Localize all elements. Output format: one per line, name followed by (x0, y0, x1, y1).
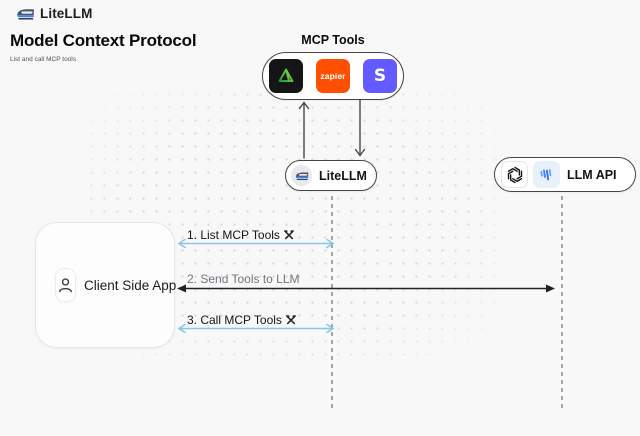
brand-name: LiteLLM (40, 6, 93, 21)
llm-api-lifeline (561, 196, 563, 408)
llm-api-node-label: LLM API (567, 167, 617, 182)
litellm-node-label: LiteLLM (319, 168, 367, 183)
litellm-node: LiteLLM (285, 160, 377, 191)
person-icon (55, 268, 76, 302)
page-title: Model Context Protocol (10, 31, 197, 50)
up-arrow (298, 101, 310, 159)
mcp-tools-label: MCP Tools (301, 33, 365, 47)
step-1-label: 1. List MCP Tools (187, 228, 295, 242)
step-3-arrow (177, 323, 335, 334)
client-side-app-label: Client Side App (84, 277, 177, 293)
step-2-arrow (177, 284, 555, 293)
hammer-wrench-icon (286, 315, 296, 325)
page-subtitle: List and call MCP tools (10, 56, 76, 63)
litellm-lifeline (331, 196, 333, 408)
zapier-logo: zapier (316, 59, 350, 93)
openai-icon (501, 161, 528, 188)
down-arrow (354, 99, 366, 157)
llm-api-node: LLM API (494, 157, 636, 192)
step-1-arrow (177, 238, 335, 249)
step-2-label: 2. Send Tools to LLM (187, 272, 300, 286)
brand: LiteLLM (16, 6, 92, 21)
client-side-app-node: Client Side App (35, 222, 177, 348)
litellm-train-icon (291, 165, 312, 186)
green-triangle-tool-icon (269, 59, 303, 93)
litellm-train-icon (17, 8, 34, 19)
step-3-label: 3. Call MCP Tools (187, 313, 297, 327)
stripe-logo: S (363, 59, 397, 93)
hammer-wrench-icon (284, 230, 294, 240)
mcp-tools-group: zapier S (262, 52, 404, 100)
llm-provider-icon (533, 161, 560, 188)
